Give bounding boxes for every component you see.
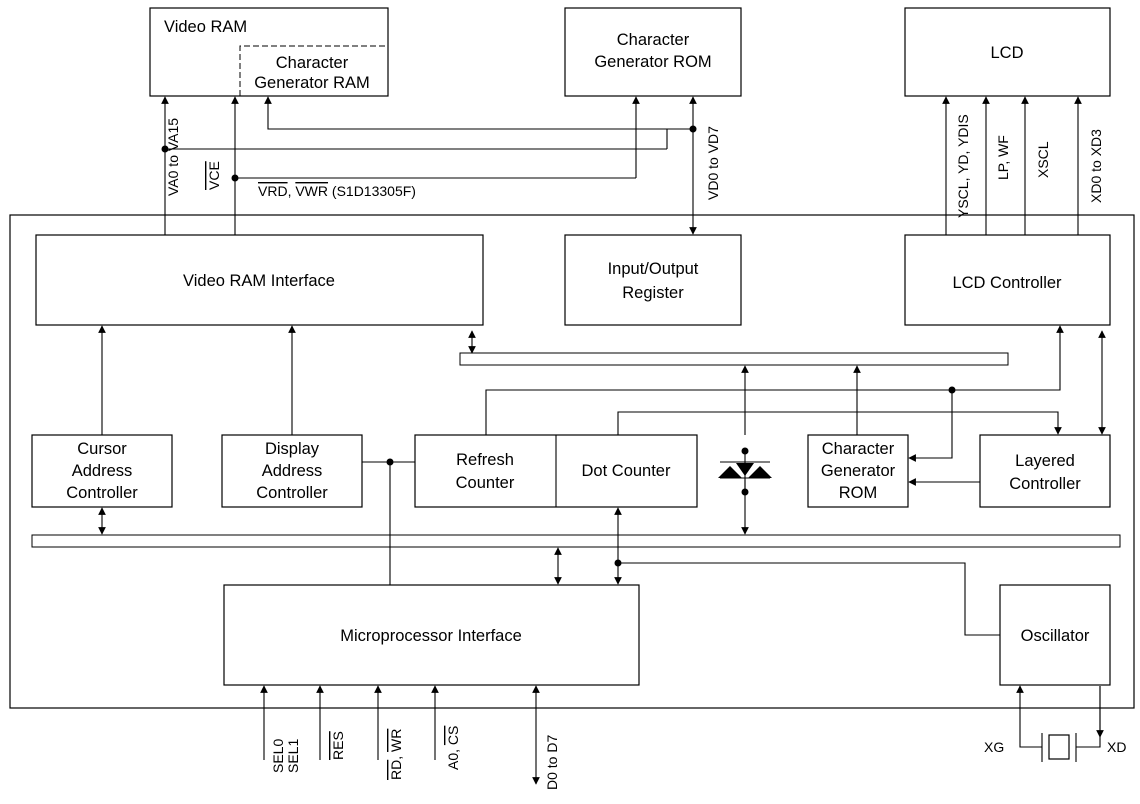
io-register-block: Input/Output Register: [564, 234, 742, 326]
cursor-label-1: Cursor: [77, 440, 127, 458]
video-ram-block: Video RAM Character Generator RAM: [149, 7, 389, 97]
sel0-signal-label: SEL0: [270, 739, 286, 773]
refresh-counter-label-1: Refresh: [456, 451, 514, 469]
lcd-controller-label: LCD Controller: [952, 274, 1062, 292]
mpu-interface-label: Microprocessor Interface: [340, 627, 522, 645]
upper-internal-bus: [459, 352, 1009, 366]
refresh-dot-counter-block: Refresh Counter Dot Counter: [414, 434, 698, 508]
layered-label-1: Layered: [1015, 452, 1075, 470]
vd-signal-label: VD0 to VD7: [705, 126, 721, 200]
cursor-label-2: Address: [72, 462, 133, 480]
vram-interface-label: Video RAM Interface: [183, 272, 335, 290]
crystal-circuit: [1016, 685, 1104, 762]
display-label-3: Controller: [256, 484, 328, 502]
display-label-1: Display: [265, 440, 320, 458]
cg-ram-label-1: Character: [276, 54, 349, 72]
vce-signal-label: VCE: [206, 161, 222, 190]
cursor-address-controller-block: Cursor Address Controller: [31, 434, 173, 508]
layered-controller-block: Layered Controller: [979, 434, 1111, 508]
bus-buffer-symbol: [718, 447, 772, 496]
lower-internal-bus: [31, 534, 1121, 548]
xd-signal-label: XD: [1107, 739, 1126, 755]
microprocessor-interface-block: Microprocessor Interface: [223, 584, 640, 686]
ext-cg-rom-label-1: Character: [617, 31, 690, 49]
int-cg-rom-label-1: Character: [822, 440, 895, 458]
internal-cg-rom-block: Character Generator ROM: [807, 434, 909, 508]
display-address-controller-block: Display Address Controller: [221, 434, 363, 508]
dot-counter-label: Dot Counter: [582, 462, 671, 480]
int-cg-rom-label-2: Generator: [821, 462, 896, 480]
int-cg-rom-label-3: ROM: [839, 484, 878, 502]
cursor-label-3: Controller: [66, 484, 138, 502]
rd-wr-signal-label: RD, WR: [388, 729, 404, 780]
oscillator-block: Oscillator: [999, 584, 1111, 686]
lcd-wiring: [942, 96, 1082, 235]
xscl-signal-label: XSCL: [1035, 141, 1051, 178]
vram-interface-block: Video RAM Interface: [35, 234, 484, 326]
res-signal-label: RES: [330, 731, 346, 760]
internal-wiring: [98, 325, 1106, 636]
io-register-label-2: Register: [622, 284, 684, 302]
vrd-vwr-signal-label: VRD, VWR (S1D13305F): [258, 183, 416, 199]
layered-label-2: Controller: [1009, 475, 1081, 493]
video-ram-label: Video RAM: [164, 18, 247, 36]
lcd-label: LCD: [990, 44, 1023, 62]
yscl-signal-label: YSCL, YD, YDIS: [955, 114, 971, 218]
a0-cs-signal-label: A0, CS: [445, 726, 461, 770]
lpwf-signal-label: LP, WF: [995, 135, 1011, 180]
ext-cg-rom-label-2: Generator ROM: [594, 53, 711, 71]
video-ram-wiring: [161, 96, 697, 235]
display-label-2: Address: [262, 462, 323, 480]
mpu-pins: [260, 685, 540, 785]
xg-signal-label: XG: [984, 739, 1004, 755]
lcd-block: LCD: [904, 7, 1111, 97]
lcd-controller-block: LCD Controller: [904, 234, 1111, 326]
xd03-signal-label: XD0 to XD3: [1088, 129, 1104, 203]
io-register-label-1: Input/Output: [608, 260, 699, 278]
external-cg-rom-block: Character Generator ROM: [564, 7, 742, 97]
d07-signal-label: D0 to D7: [544, 735, 560, 790]
oscillator-label: Oscillator: [1021, 627, 1090, 645]
sel1-signal-label: SEL1: [285, 739, 301, 773]
va-signal-label: VA0 to VA15: [165, 118, 181, 196]
refresh-counter-label-2: Counter: [456, 474, 515, 492]
cg-ram-label-2: Generator RAM: [254, 74, 370, 92]
